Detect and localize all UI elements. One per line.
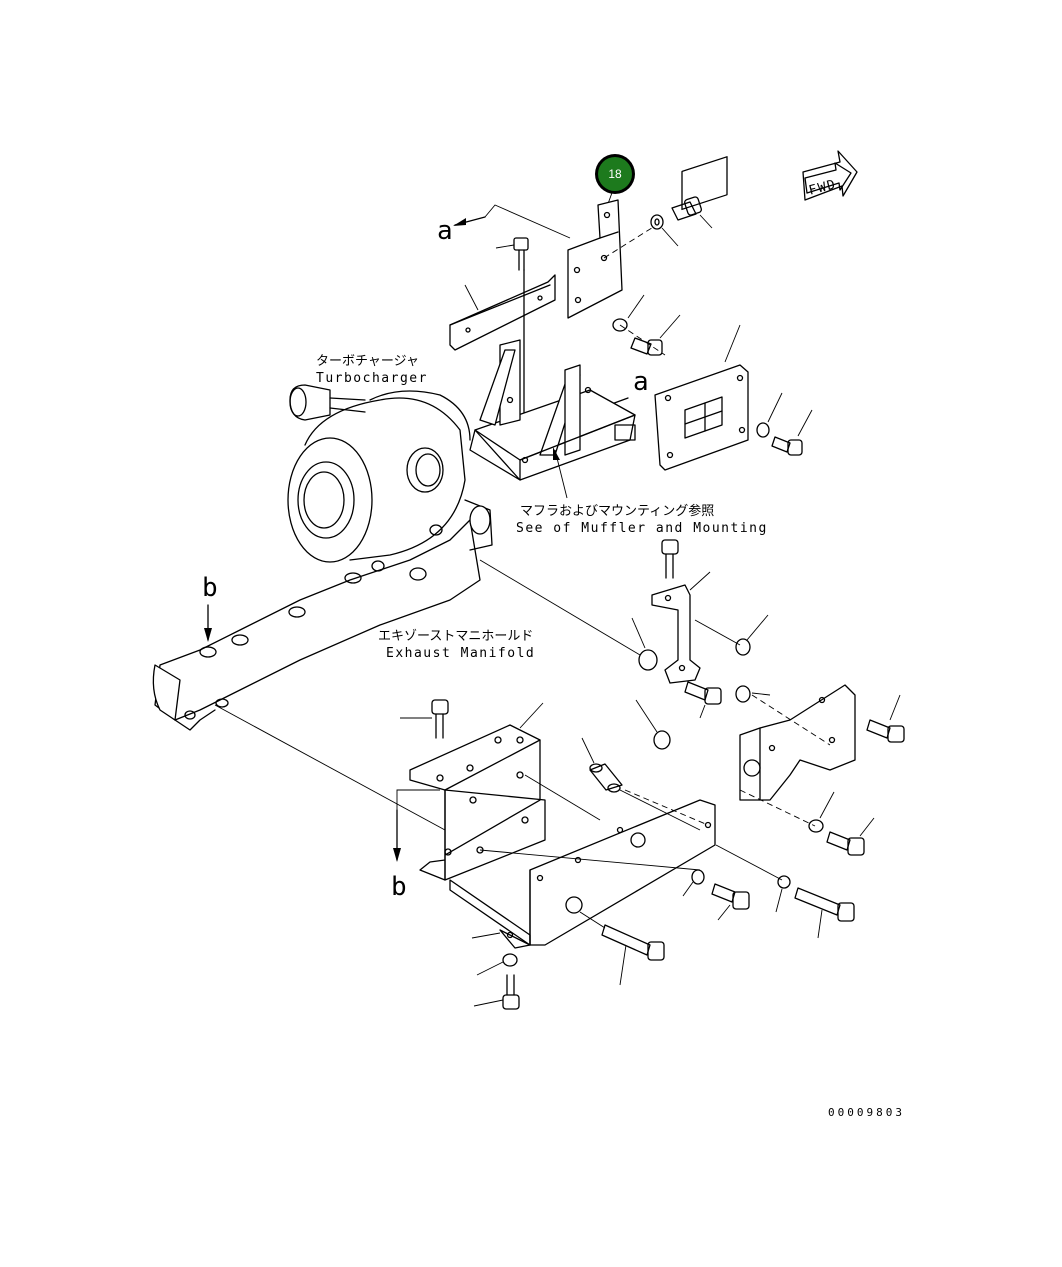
right-bracket bbox=[739, 684, 905, 856]
callout-18[interactable]: 18 bbox=[595, 154, 635, 213]
exhaust-manifold bbox=[152, 499, 493, 731]
ref-b-top: b bbox=[202, 573, 218, 642]
ref-a-top: a bbox=[437, 204, 571, 246]
turbo-label-jp: ターボチャージャ bbox=[316, 354, 419, 369]
ref-b-top-label: b bbox=[202, 573, 218, 603]
callout-badge bbox=[598, 157, 632, 191]
bracket-part-18 bbox=[567, 199, 623, 319]
manifold-label-en: Exhaust Manifold bbox=[386, 646, 535, 661]
fwd-label: FWD bbox=[807, 177, 838, 198]
ref-a-mid-label: a bbox=[633, 367, 649, 397]
manifold-label-jp: エキゾーストマニホールド bbox=[378, 629, 533, 644]
mid-bracket-group bbox=[479, 539, 771, 750]
turbo-label-en: Turbocharger bbox=[316, 371, 428, 386]
ref-b-bottom-label: b bbox=[391, 872, 407, 902]
labels: ターボチャージャ Turbocharger マフラおよびマウンティング参照 Se… bbox=[316, 354, 768, 661]
bolt-group-bottom bbox=[473, 844, 855, 1010]
muffler-label-jp: マフラおよびマウンティング参照 bbox=[520, 503, 714, 519]
ref-a-top-label: a bbox=[437, 216, 453, 246]
mounting-stand bbox=[469, 339, 636, 499]
callout-number: 18 bbox=[608, 167, 622, 181]
turbocharger bbox=[287, 384, 471, 563]
plate-bracket bbox=[449, 269, 556, 451]
heat-shield-plate bbox=[619, 156, 813, 471]
lower-plate bbox=[449, 774, 716, 949]
drawing-number: 00009803 bbox=[828, 1106, 905, 1119]
bolt-group-top bbox=[495, 196, 713, 356]
fwd-arrow-icon: FWD bbox=[802, 150, 858, 201]
muffler-label-en: See of Muffler and Mounting bbox=[516, 521, 768, 536]
ref-b-bottom: b bbox=[391, 789, 440, 902]
lower-l-bracket bbox=[214, 699, 546, 881]
spacer-tube bbox=[581, 737, 701, 831]
